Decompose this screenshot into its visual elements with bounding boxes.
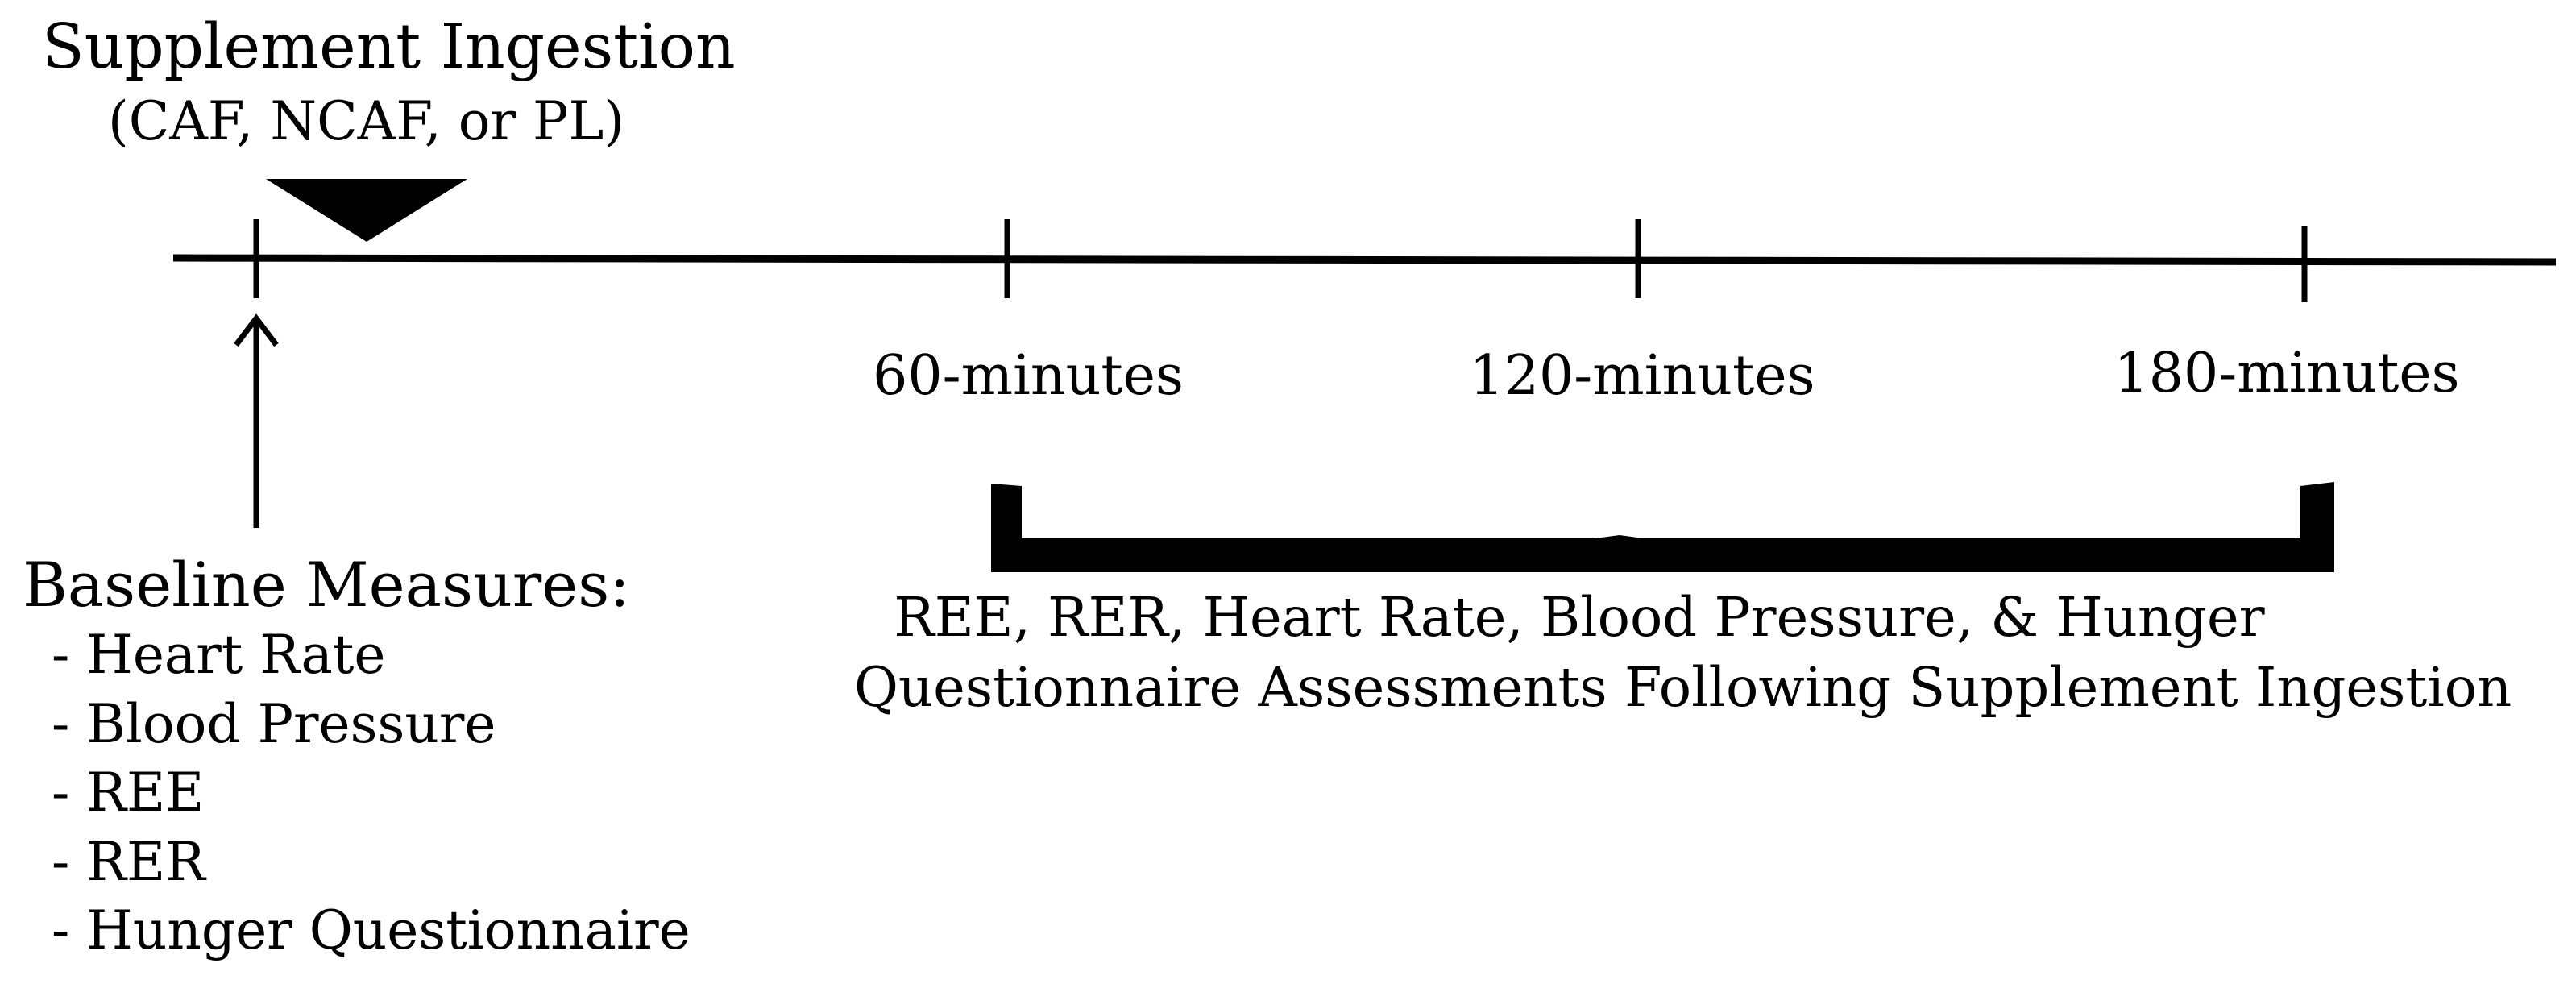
supplement-ingestion-title: Supplement Ingestion xyxy=(42,11,736,83)
supplement-conditions-subtitle: (CAF, NCAF, or PL) xyxy=(108,90,625,152)
list-item: - Hunger Questionnaire xyxy=(52,899,691,961)
assessment-bracket xyxy=(991,482,2334,572)
ingestion-marker-triangle xyxy=(266,179,467,242)
list-item: - RER xyxy=(52,830,205,893)
timepoint-label-60: 60-minutes xyxy=(873,344,1184,408)
baseline-measures-title: Baseline Measures: xyxy=(23,549,630,621)
timepoint-label-120: 120-minutes xyxy=(1469,344,1815,408)
baseline-measures-list: - Heart Rate - Blood Pressure - REE - RE… xyxy=(52,629,691,973)
list-item: - REE xyxy=(52,762,205,824)
post-ingestion-caption-line1: REE, RER, Heart Rate, Blood Pressure, & … xyxy=(894,586,2265,649)
baseline-arrow-head xyxy=(234,313,279,347)
timepoint-label-180: 180-minutes xyxy=(2113,342,2460,405)
timeline-axis xyxy=(172,254,2557,266)
list-item: - Blood Pressure xyxy=(52,692,496,755)
list-item: - Heart Rate xyxy=(52,624,386,686)
post-ingestion-caption-line2: Questionnaire Assessments Following Supp… xyxy=(854,656,2512,719)
